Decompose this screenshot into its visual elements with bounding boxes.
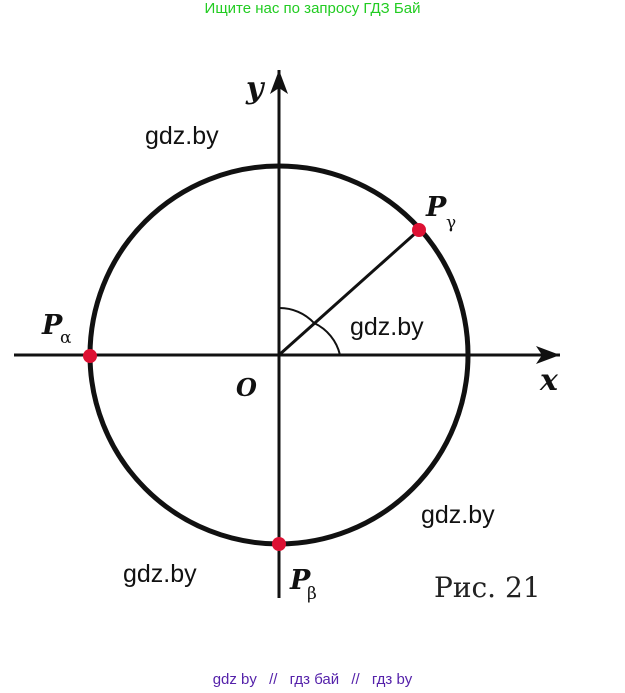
footer-separator: //	[269, 671, 278, 688]
point-p-alpha	[83, 349, 97, 363]
p-gamma-subscript: γ	[446, 213, 456, 233]
point-p-gamma	[412, 223, 426, 237]
y-axis-label: y	[245, 71, 266, 106]
p-beta-label: P	[289, 565, 311, 596]
footer-link-gdz-by-cyr[interactable]: гдз by	[371, 671, 413, 688]
angle-arc-inner	[313, 322, 341, 356]
p-beta-subscript: β	[307, 584, 317, 604]
origin-label: O	[236, 373, 257, 402]
p-gamma-label: P	[425, 192, 447, 223]
watermark-bottom-right: gdz.by	[421, 501, 495, 529]
x-axis-label: x	[539, 363, 559, 398]
figure-caption: Рис. 21	[434, 571, 541, 604]
p-alpha-label: P	[41, 310, 63, 341]
watermark-bottom-left: gdz.by	[123, 560, 197, 588]
point-p-beta	[272, 537, 286, 551]
angle-arc-outer	[278, 306, 315, 324]
y-axis-arrow	[270, 70, 288, 94]
radius-to-p-gamma	[278, 228, 420, 357]
footer-link-gdz-bai[interactable]: гдз бай	[289, 671, 340, 688]
footer-links: gdz by // гдз бай // гдз by	[0, 671, 625, 688]
footer-separator: //	[351, 671, 360, 688]
p-alpha-subscript: α	[60, 328, 72, 348]
watermark-center: gdz.by	[350, 313, 424, 341]
footer-link-gdz-by[interactable]: gdz by	[212, 671, 257, 688]
watermark-top-left: gdz.by	[145, 122, 219, 150]
promo-banner: Ищите нас по запросу ГДЗ Бай	[204, 0, 421, 17]
x-axis-arrow	[536, 346, 560, 364]
